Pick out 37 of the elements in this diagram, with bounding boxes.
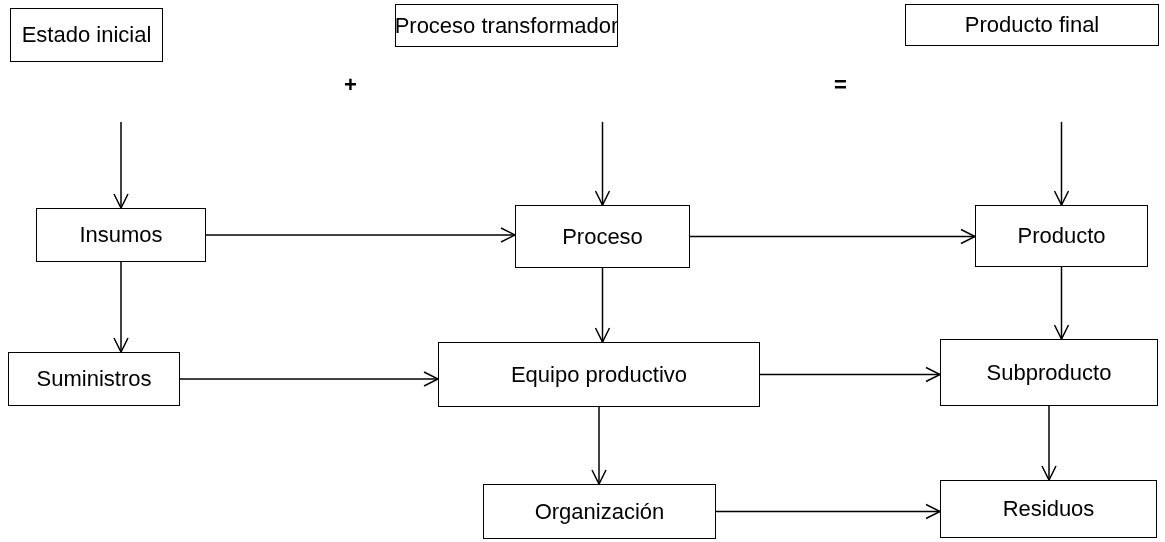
process-box xyxy=(10,8,163,62)
arrow xyxy=(715,503,941,520)
box-label: Producto xyxy=(1017,223,1106,249)
process-box xyxy=(36,208,206,262)
box-label: Suministros xyxy=(36,366,152,392)
arrow xyxy=(594,121,611,206)
operator-sign: = xyxy=(834,72,847,98)
process-box xyxy=(940,480,1157,538)
arrow xyxy=(591,406,607,485)
box-label: Producto final xyxy=(964,12,1100,38)
process-box xyxy=(975,205,1148,267)
process-box xyxy=(8,352,180,406)
box-label: Subproducto xyxy=(986,359,1112,386)
arrow xyxy=(1053,121,1070,206)
arrow xyxy=(759,366,941,383)
box-label: Proceso xyxy=(562,223,643,250)
process-box xyxy=(483,484,716,539)
box-label: Proceso transformador xyxy=(394,12,619,39)
process-box xyxy=(905,4,1159,46)
arrow xyxy=(113,261,129,353)
box-label: Organización xyxy=(534,498,665,525)
process-box xyxy=(940,339,1158,406)
arrow xyxy=(205,227,516,243)
process-box xyxy=(438,342,760,407)
box-label: Insumos xyxy=(79,222,163,248)
arrow xyxy=(1053,266,1070,340)
arrow xyxy=(179,371,439,387)
arrow xyxy=(113,121,129,209)
box-label: Residuos xyxy=(1002,496,1095,522)
arrow xyxy=(689,228,976,245)
process-box xyxy=(395,4,618,47)
operator-sign: + xyxy=(344,72,357,98)
process-box xyxy=(515,205,690,268)
arrow xyxy=(1041,405,1057,481)
arrow xyxy=(594,267,611,343)
box-label: Equipo productivo xyxy=(510,361,688,388)
box-label: Estado inicial xyxy=(21,22,152,48)
